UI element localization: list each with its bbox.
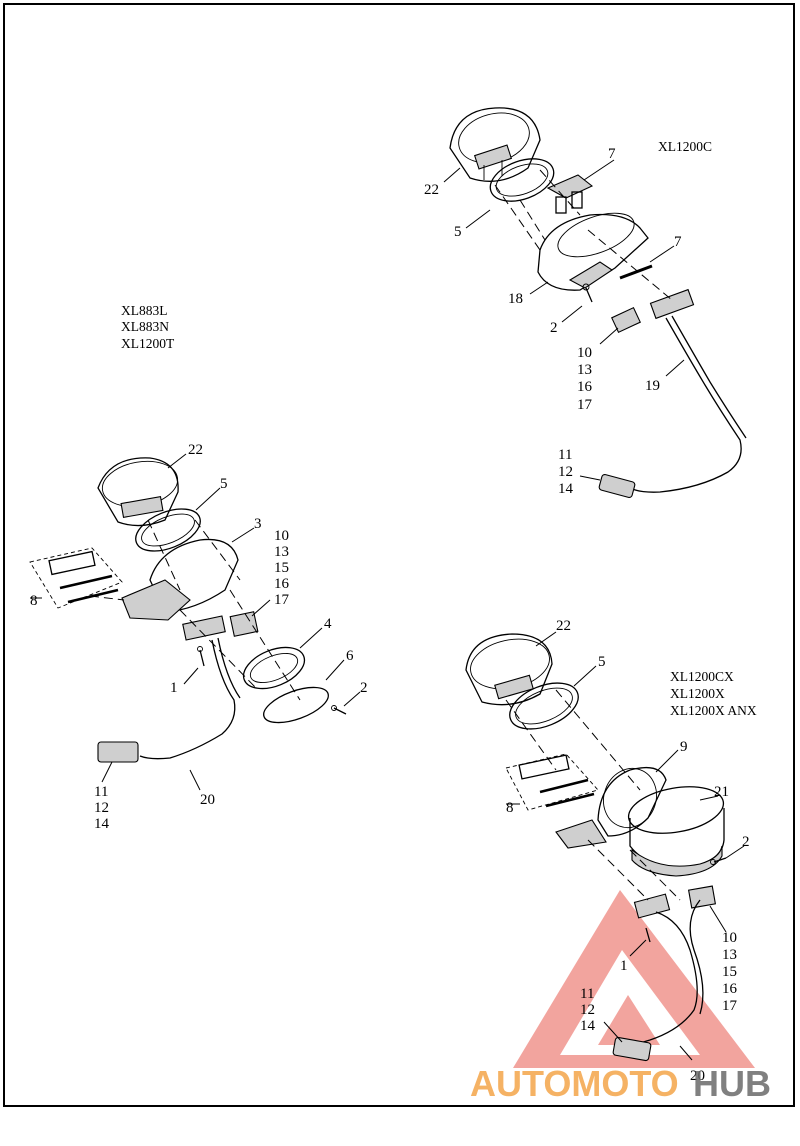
model-name: XL883N bbox=[121, 319, 169, 334]
part-22-gauge bbox=[449, 107, 541, 182]
model-list-left: XL883L XL883N XL1200T bbox=[121, 303, 175, 351]
part-11-plug bbox=[598, 473, 636, 499]
model-name: XL1200C bbox=[658, 139, 712, 154]
callout-10: 10 bbox=[577, 345, 592, 361]
callout-leaders bbox=[30, 159, 745, 1061]
assembly-xl1200c bbox=[449, 107, 747, 499]
callout-22: 22 bbox=[424, 182, 439, 198]
callout-21: 21 bbox=[714, 784, 729, 800]
callout-17: 17 bbox=[577, 397, 593, 413]
callout-12: 12 bbox=[94, 800, 109, 816]
callout-6: 6 bbox=[346, 648, 354, 664]
model-name: XL1200X ANX bbox=[670, 703, 757, 718]
callout-2: 2 bbox=[550, 320, 558, 336]
callout-5: 5 bbox=[454, 224, 462, 240]
callout-5: 5 bbox=[598, 654, 606, 670]
callout-14: 14 bbox=[94, 816, 110, 832]
callout-16: 16 bbox=[722, 981, 738, 997]
callout-2: 2 bbox=[360, 680, 368, 696]
part-6-cover-plate bbox=[263, 686, 329, 724]
part-5-seal-ring bbox=[135, 508, 201, 552]
part-19-wire-harness bbox=[629, 317, 742, 493]
callout-8: 8 bbox=[506, 800, 514, 816]
part-5-seal-ring bbox=[509, 682, 579, 730]
part-2-screw bbox=[710, 857, 727, 865]
callout-2: 2 bbox=[742, 834, 750, 850]
model-name: XL1200X bbox=[670, 686, 725, 701]
callout-19: 19 bbox=[645, 378, 660, 394]
part-22-gauge bbox=[465, 633, 553, 706]
part-9-bracket bbox=[555, 766, 667, 849]
part-3-housing bbox=[121, 538, 239, 621]
callout-12: 12 bbox=[558, 464, 573, 480]
part-2-screw bbox=[582, 283, 593, 303]
part-1-screw bbox=[197, 646, 205, 667]
callout-1: 1 bbox=[170, 680, 178, 696]
callout-17: 17 bbox=[274, 592, 290, 608]
callouts-xl883: 22 5 3 10 13 15 16 17 8 4 6 1 2 11 12 14… bbox=[30, 442, 368, 832]
callout-13: 13 bbox=[722, 947, 737, 963]
callout-7: 7 bbox=[608, 146, 616, 162]
part-22-gauge bbox=[97, 457, 179, 527]
callout-1: 1 bbox=[620, 958, 628, 974]
part-18-housing bbox=[537, 212, 649, 291]
callout-13: 13 bbox=[577, 362, 592, 378]
part-7-lens-strip bbox=[619, 264, 653, 280]
part-1-screw bbox=[645, 927, 651, 943]
part-7-indicator-bracket bbox=[546, 174, 594, 214]
part-11-plug bbox=[612, 1036, 652, 1062]
part-8-lens-kit bbox=[29, 547, 123, 609]
callout-17: 17 bbox=[722, 998, 738, 1014]
callout-4: 4 bbox=[324, 616, 332, 632]
callout-15: 15 bbox=[274, 560, 289, 576]
callout-16: 16 bbox=[577, 379, 593, 395]
part-21-cover bbox=[627, 786, 725, 877]
callout-22: 22 bbox=[556, 618, 571, 634]
part-4-trim-ring bbox=[242, 646, 306, 690]
part-11-plug bbox=[97, 741, 139, 763]
callout-7: 7 bbox=[674, 234, 682, 250]
callout-14: 14 bbox=[558, 481, 574, 497]
part-20-wire-harness bbox=[139, 639, 236, 760]
callout-16: 16 bbox=[274, 576, 290, 592]
callout-18: 18 bbox=[508, 291, 523, 307]
model-name: XL1200T bbox=[121, 336, 175, 351]
model-name: XL883L bbox=[121, 303, 168, 318]
part-10-connector bbox=[633, 885, 717, 919]
model-list-top-right: XL1200C bbox=[658, 139, 712, 154]
watermark-automoto: AUTOMOTO bbox=[470, 1063, 679, 1104]
callout-20: 20 bbox=[690, 1068, 705, 1084]
assembly-xl1200cx bbox=[465, 633, 727, 1062]
callout-10: 10 bbox=[722, 930, 737, 946]
callout-11: 11 bbox=[580, 986, 594, 1002]
callout-13: 13 bbox=[274, 544, 289, 560]
watermark-text: AUTOMOTO HUB bbox=[470, 1063, 771, 1104]
watermark-hub: HUB bbox=[693, 1063, 771, 1104]
callout-22: 22 bbox=[188, 442, 203, 458]
callouts-xl1200c: 22 5 7 7 18 2 10 13 16 17 19 11 12 14 bbox=[424, 146, 682, 497]
callout-15: 15 bbox=[722, 964, 737, 980]
callout-12: 12 bbox=[580, 1002, 595, 1018]
part-2-screw bbox=[331, 705, 347, 715]
callout-11: 11 bbox=[558, 447, 572, 463]
diagram-frame bbox=[3, 3, 795, 1107]
model-list-bottom-right: XL1200CX XL1200X XL1200X ANX bbox=[670, 669, 757, 718]
callout-20: 20 bbox=[200, 792, 215, 808]
part-8-lens-kit bbox=[505, 753, 599, 811]
part-10-connector bbox=[611, 288, 695, 334]
callout-11: 11 bbox=[94, 784, 108, 800]
callout-9: 9 bbox=[680, 739, 688, 755]
callout-3: 3 bbox=[254, 516, 262, 532]
part-5-seal-ring bbox=[489, 158, 555, 202]
assembly-xl883 bbox=[29, 457, 347, 763]
callout-10: 10 bbox=[274, 528, 289, 544]
model-name: XL1200CX bbox=[670, 669, 734, 684]
part-10-connector bbox=[182, 611, 259, 641]
callout-8: 8 bbox=[30, 593, 38, 609]
callout-14: 14 bbox=[580, 1018, 596, 1034]
callout-5: 5 bbox=[220, 476, 228, 492]
callouts-xl1200cx: 22 5 9 8 21 2 10 13 15 16 17 1 11 12 14 … bbox=[506, 618, 750, 1084]
